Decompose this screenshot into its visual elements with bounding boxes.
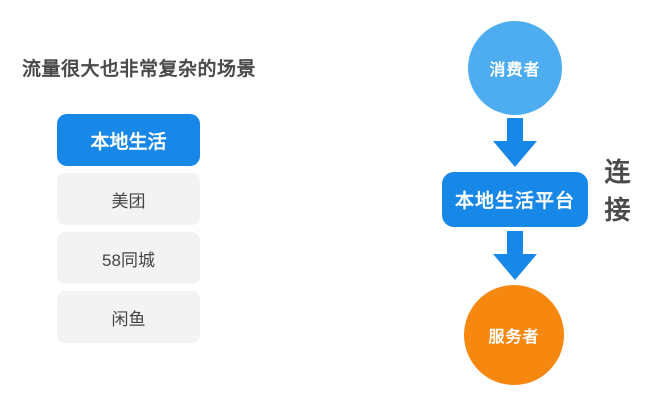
consumer-node: 消费者: [468, 21, 562, 115]
arrow-head: [493, 254, 537, 280]
provider-node: 服务者: [464, 285, 564, 385]
down-arrow-icon: [493, 118, 537, 167]
arrow-head: [493, 141, 537, 167]
list-item-meituan[interactable]: 美团: [57, 173, 200, 225]
platform-node: 本地生活平台: [442, 172, 588, 227]
down-arrow-icon: [493, 231, 537, 280]
connect-side-label: 连接: [601, 158, 631, 234]
list-item-58tongcheng[interactable]: 58同城: [57, 232, 200, 284]
list-item-xianyu[interactable]: 闲鱼: [57, 291, 200, 343]
list-item-local-life[interactable]: 本地生活: [57, 114, 200, 166]
arrow-shaft: [507, 118, 523, 141]
arrow-shaft: [507, 231, 523, 254]
platform-list: 本地生活 美团 58同城 闲鱼: [57, 114, 200, 343]
page-title: 流量很大也非常复杂的场景: [22, 59, 257, 80]
